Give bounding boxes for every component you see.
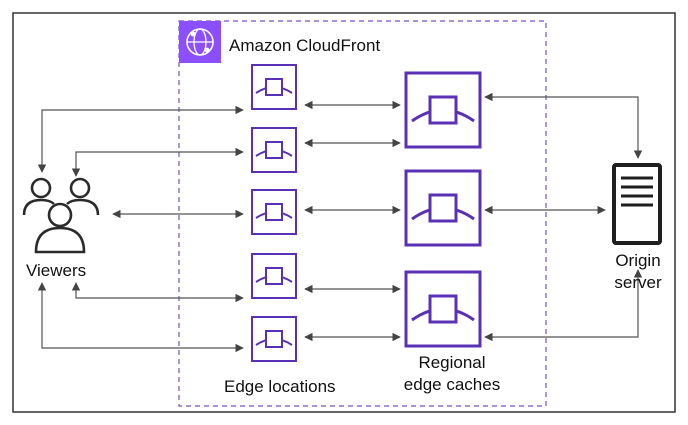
edge-regional-connectors: [304, 100, 401, 342]
viewers-label: Viewers: [26, 261, 87, 280]
diagram-frame: [12, 12, 676, 413]
origin-server-label: Origin server: [614, 251, 662, 292]
edge-location-icon: [251, 64, 297, 362]
viewer-connectors: [37, 105, 244, 353]
cloudfront-service-icon: [179, 21, 221, 63]
regional-edge-cache-icon: [404, 71, 482, 348]
server-icon: [612, 163, 662, 245]
edge-locations-label: Edge locations: [224, 377, 336, 396]
origin-connectors: [484, 92, 643, 342]
users-group-icon: [22, 177, 100, 254]
service-title: Amazon CloudFront: [229, 36, 381, 55]
regional-caches-label: Regional edge caches: [403, 353, 501, 394]
